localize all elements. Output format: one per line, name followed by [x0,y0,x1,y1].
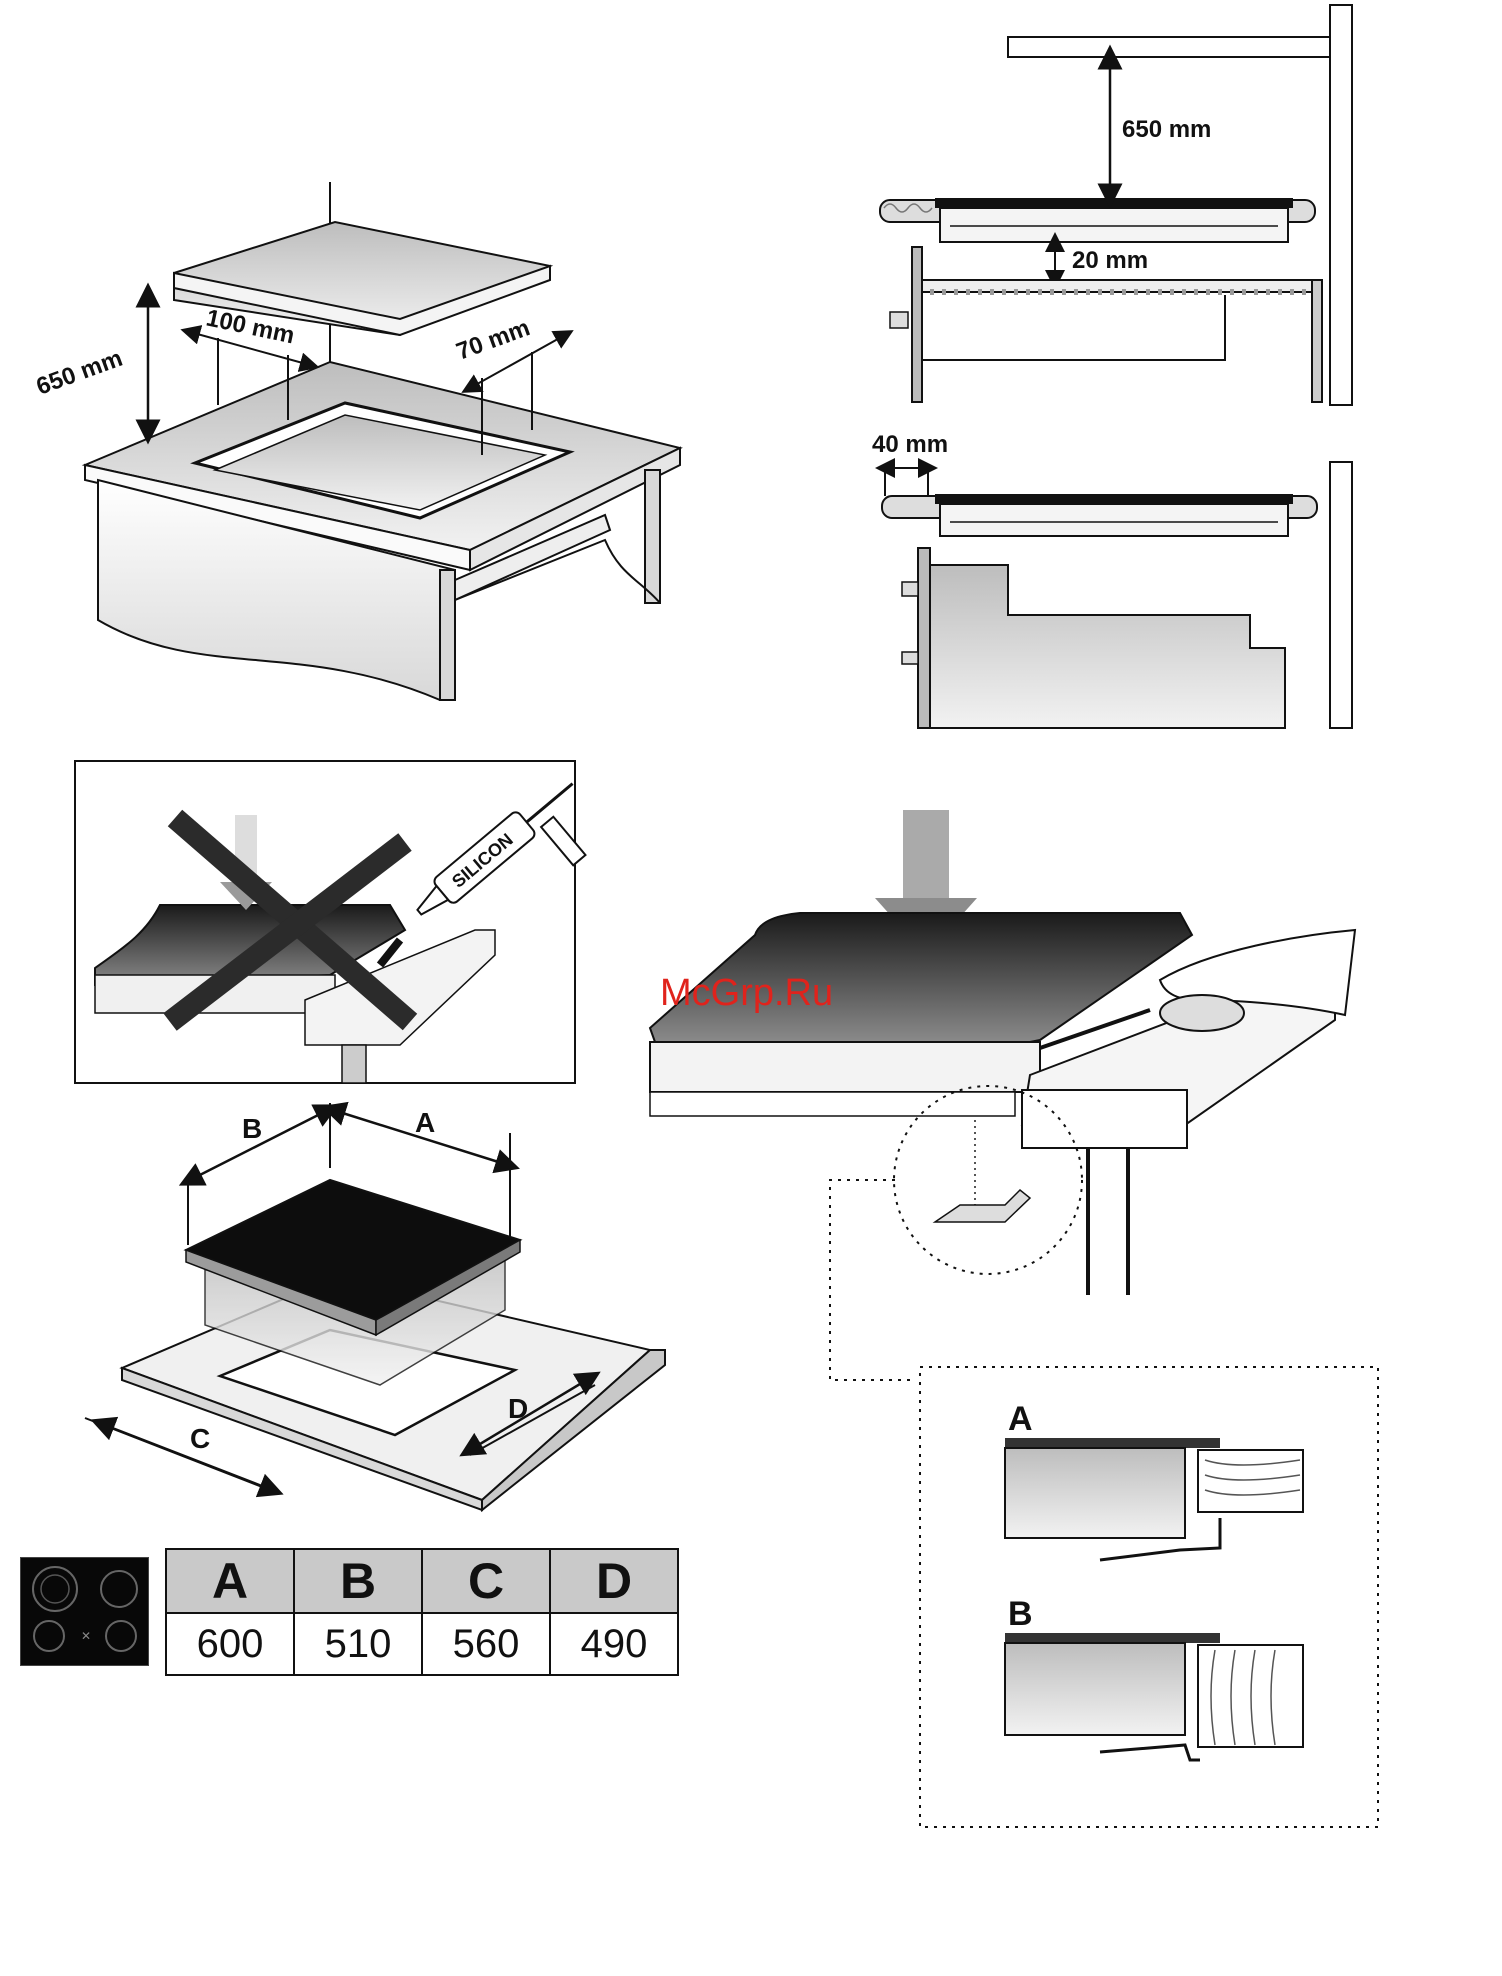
value-c: 560 [422,1613,550,1675]
dimensions-table: A B C D 600 510 560 490 [165,1548,679,1676]
dim-d-label: D [508,1393,528,1424]
side-gap-label: 70 mm [453,314,534,365]
no-silicone-figure: SILICON [75,761,613,1083]
clamp-detail-figure: A B [920,1367,1378,1827]
gap-below-label: 20 mm [1072,247,1148,274]
value-a: 600 [166,1613,294,1675]
value-d: 490 [550,1613,678,1675]
cutout-dimensions-figure: B A C D [85,1103,665,1510]
hob-placement-figure: McGrp.Ru [650,810,1355,1380]
header-d: D [550,1549,678,1613]
svg-text:✕: ✕ [81,1629,91,1643]
hob-zones-icon: ✕ [21,1558,148,1665]
watermark: McGrp.Ru [660,972,833,1014]
value-b: 510 [294,1613,422,1675]
detail-a-label: A [1008,1400,1033,1438]
cabinet-height-label: 650 mm [33,345,126,401]
header-c: C [422,1549,550,1613]
dimensions-header-row: A B C D [166,1549,678,1613]
hood-height-label: 650 mm [1122,116,1211,143]
hob-thumbnail-image: ✕ [20,1557,149,1666]
detail-b-label: B [1008,1595,1033,1633]
wall-gap-label: 40 mm [872,431,948,458]
dim-c-label: C [190,1423,210,1454]
dim-a-label: A [415,1107,435,1138]
countertop-clearance-figure: 650 mm 100 mm 70 mm [33,182,680,700]
dim-b-label: B [242,1113,262,1144]
section-oven-figure: 650 mm 20 mm [880,5,1352,405]
header-b: B [294,1549,422,1613]
header-a: A [166,1549,294,1613]
dimensions-value-row: 600 510 560 490 [166,1613,678,1675]
section-drawer-figure: 40 mm [872,431,1352,728]
